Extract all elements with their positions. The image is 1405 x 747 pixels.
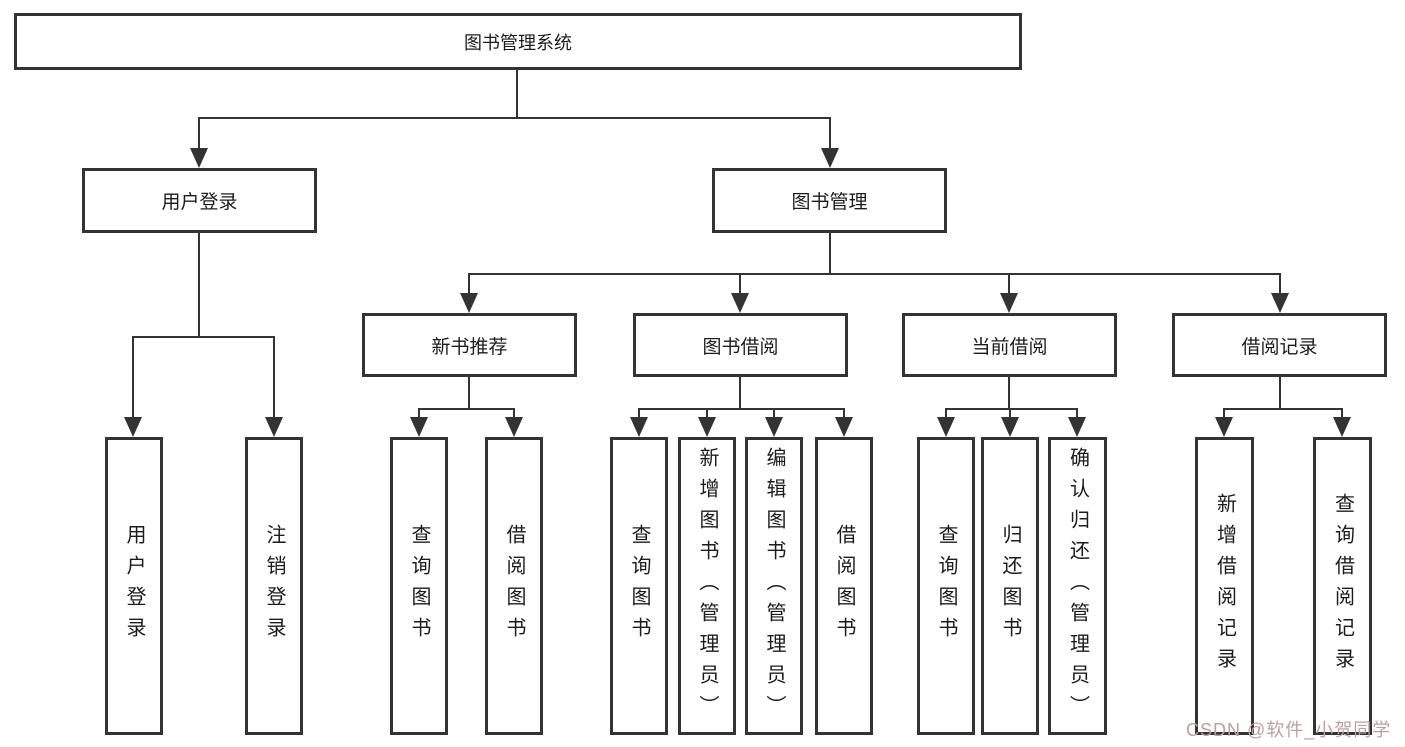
leaf-edit-book-admin: 编辑图书（管理员）: [745, 437, 803, 735]
connector-level3-split: [468, 273, 1281, 275]
connector-to-leaf-borrow-recommend: [513, 408, 515, 420]
leaf-query-books-recommend: 查询图书: [390, 437, 448, 735]
leaf-query-books-current: 查询图书: [917, 437, 975, 735]
connector-to-new-book: [468, 273, 470, 293]
connector-to-book-management: [829, 117, 831, 148]
leaf-borrow-books-borrowing: 借阅图书: [815, 437, 873, 735]
arrowhead-leaf-add-book: [698, 417, 716, 437]
connector-to-leaf-borrow-book: [843, 408, 845, 420]
connector-to-current-borrowing: [1008, 273, 1010, 293]
connector-to-leaf-query-record: [1341, 408, 1343, 420]
leaf-user-login: 用户登录: [105, 437, 163, 735]
arrowhead-borrowing-records: [1271, 293, 1289, 313]
connector-to-leaf-add-record: [1223, 408, 1225, 420]
arrowhead-leaf-edit-book: [765, 417, 783, 437]
watermark: CSDN @软件_小贺同学: [1186, 720, 1392, 740]
node-library-management-system: 图书管理系统: [14, 13, 1022, 70]
connector-to-user-login: [198, 117, 200, 148]
leaf-borrow-books-recommend: 借阅图书: [485, 437, 543, 735]
connector-new-book-split: [418, 408, 515, 410]
connector-to-book-borrowing: [739, 273, 741, 293]
connector-root-stem: [516, 70, 518, 118]
leaf-confirm-return-admin: 确认归还（管理员）: [1048, 437, 1107, 735]
leaf-query-books-borrowing: 查询图书: [610, 437, 668, 735]
arrowhead-leaf-user-login: [124, 417, 142, 437]
arrowhead-leaf-confirm-return: [1068, 417, 1086, 437]
arrowhead-leaf-query-record: [1333, 417, 1351, 437]
leaf-add-book-admin: 新增图书（管理员）: [678, 437, 736, 735]
connector-user-login-stem: [198, 233, 200, 338]
connector-user-login-split: [132, 336, 275, 338]
arrowhead-leaf-borrow-recommend: [505, 417, 523, 437]
connector-to-leaf-return-books: [1009, 408, 1011, 420]
connector-to-leaf-query-borrowing: [638, 408, 640, 420]
connector-book-borrowing-split: [638, 408, 845, 410]
arrowhead-leaf-add-record: [1215, 417, 1233, 437]
connector-root-split: [198, 117, 831, 119]
arrowhead-leaf-borrow-book: [835, 417, 853, 437]
arrowhead-user-login: [190, 148, 208, 168]
connector-to-borrowing-records: [1279, 273, 1281, 293]
connector-book-borrowing-stem: [739, 377, 741, 410]
node-current-borrowing: 当前借阅: [902, 313, 1117, 377]
connector-current-borrowing-split: [945, 408, 1078, 410]
connector-to-leaf-logout: [273, 336, 275, 417]
arrowhead-leaf-query-current: [937, 417, 955, 437]
connector-to-leaf-query-current: [945, 408, 947, 420]
connector-new-book-stem: [468, 377, 470, 410]
arrowhead-leaf-query-recommend: [410, 417, 428, 437]
connector-borrowing-records-split: [1223, 408, 1343, 410]
arrowhead-new-book: [460, 293, 478, 313]
node-user-login: 用户登录: [82, 168, 317, 233]
node-book-management: 图书管理: [712, 168, 947, 233]
connector-to-leaf-confirm-return: [1076, 408, 1078, 420]
leaf-return-books: 归还图书: [981, 437, 1039, 735]
connector-current-borrowing-stem: [1008, 377, 1010, 410]
node-new-book-recommendation: 新书推荐: [362, 313, 577, 377]
arrowhead-current-borrowing: [1000, 293, 1018, 313]
arrowhead-leaf-return-books: [1001, 417, 1019, 437]
connector-to-leaf-add-book: [706, 408, 708, 420]
node-borrowing-records: 借阅记录: [1172, 313, 1387, 377]
arrowhead-leaf-query-borrowing: [630, 417, 648, 437]
connector-to-leaf-query-recommend: [418, 408, 420, 420]
node-book-borrowing: 图书借阅: [633, 313, 848, 377]
connector-book-management-stem: [829, 233, 831, 275]
arrowhead-book-borrowing: [731, 293, 749, 313]
arrowhead-leaf-logout: [265, 417, 283, 437]
connector-to-leaf-user-login: [132, 336, 134, 417]
leaf-logout: 注销登录: [245, 437, 303, 735]
arrowhead-book-management: [821, 148, 839, 168]
leaf-add-borrow-record: 新增借阅记录: [1195, 437, 1254, 735]
connector-to-leaf-edit-book: [773, 408, 775, 420]
leaf-query-borrow-record: 查询借阅记录: [1313, 437, 1372, 735]
connector-borrowing-records-stem: [1279, 377, 1281, 410]
